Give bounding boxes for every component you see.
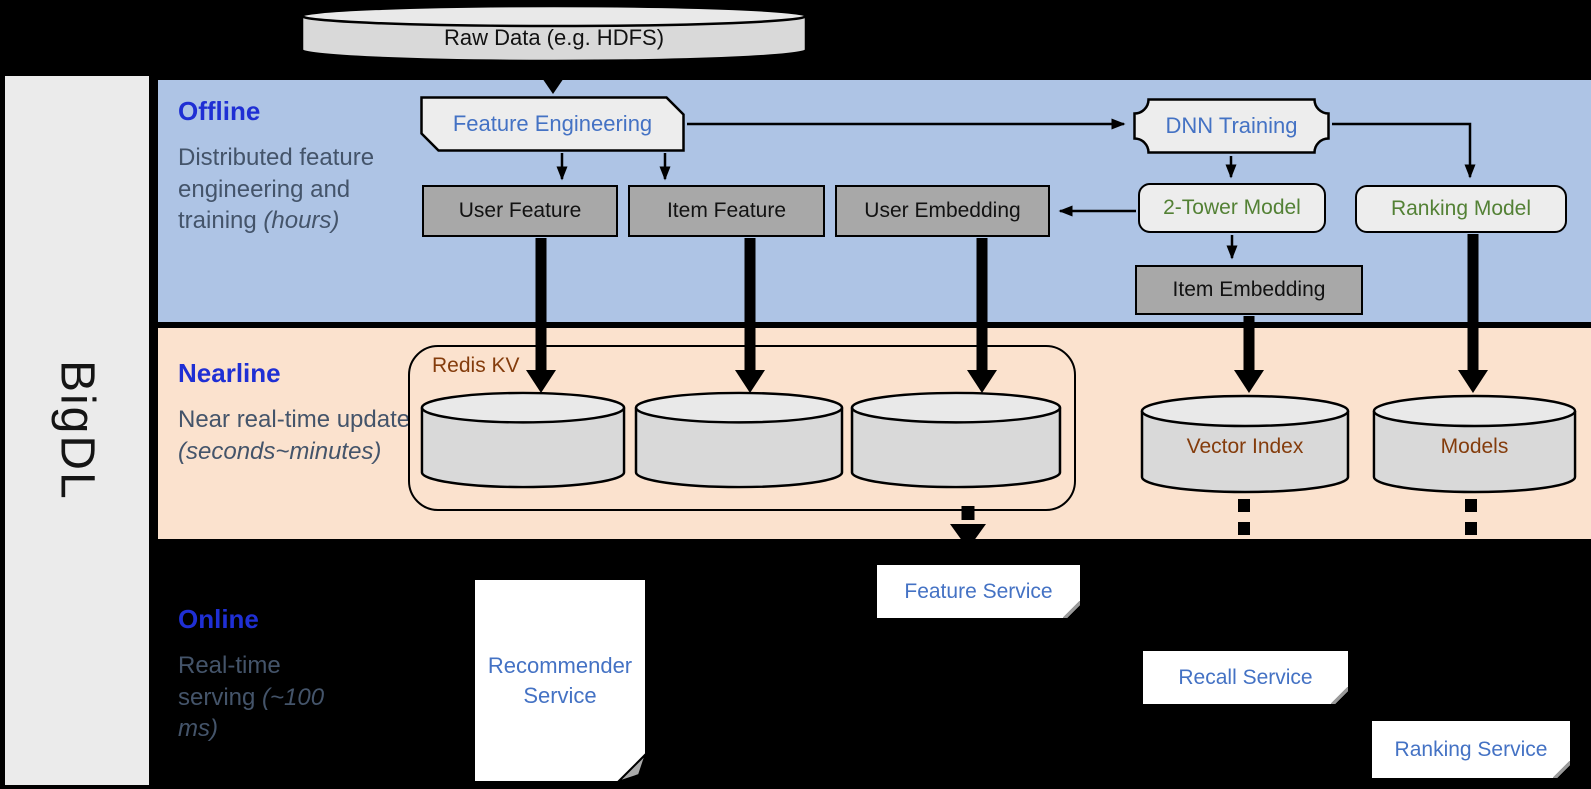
folded-corner [1553, 761, 1570, 778]
two-tower-model-node: 2-Tower Model [1138, 183, 1326, 233]
ranking-model-label: Ranking Model [1390, 197, 1532, 220]
dnn-training-node: DNN Training [1133, 98, 1330, 154]
redis-cylinder-1 [420, 390, 626, 490]
feature-engineering-node: Feature Engineering [420, 96, 685, 152]
nearline-desc-note: (seconds~minutes) [178, 437, 382, 465]
recall-service-node: Recall Service [1143, 651, 1348, 704]
models-label: Models [1440, 434, 1509, 458]
document-shape [473, 578, 647, 783]
bigdl-sidebar: BigDL [5, 76, 149, 785]
feature-service-node: Feature Service [877, 565, 1080, 618]
folded-corner [1063, 601, 1080, 618]
redis-cylinder-3 [850, 390, 1062, 490]
online-desc-note: (~100 ms) [178, 683, 325, 743]
ranking-model-node: Ranking Model [1355, 185, 1567, 233]
bigdl-logo-text: BigDL [50, 360, 104, 501]
item-feature-node: Item Feature [628, 185, 825, 237]
item-embedding-node: Item Embedding [1135, 265, 1363, 315]
user-embedding-node: User Embedding [835, 185, 1050, 237]
online-title: Online [178, 604, 259, 634]
user-feature-node: User Feature [422, 185, 618, 237]
ranking-service-label: Ranking Service [1394, 737, 1548, 761]
feature-service-label: Feature Service [904, 579, 1053, 603]
snip-corner-shape [420, 96, 685, 152]
recommender-service-node: Recommender Service [473, 578, 647, 783]
offline-desc: Distributed feature engineering and trai… [178, 144, 375, 235]
dnn-training-label: DNN Training [1165, 113, 1298, 138]
models-cylinder: Models [1372, 393, 1577, 495]
cylinder-shape [634, 391, 844, 489]
vector-index-cylinder: Vector Index [1140, 393, 1350, 495]
user-feature-label: User Feature [458, 199, 582, 222]
user-embedding-label: User Embedding [864, 199, 1021, 222]
cylinder-shape [300, 4, 808, 63]
vector-index-label: Vector Index [1186, 434, 1304, 458]
item-feature-label: Item Feature [666, 199, 787, 222]
item-embedding-label: Item Embedding [1172, 278, 1326, 301]
nearline-title: Nearline [178, 358, 281, 388]
offline-title: Offline [178, 96, 261, 126]
two-tower-model-label: 2-Tower Model [1163, 196, 1301, 219]
online-desc: Real-time serving [178, 652, 281, 711]
nearline-section-label: Nearline Near real-time update (seconds~… [178, 358, 430, 467]
folded-corner [1331, 687, 1348, 704]
redis-kv-label: Redis KV [432, 354, 520, 377]
cylinder-shape [850, 391, 1062, 489]
cylinder-shape [420, 391, 626, 489]
recall-service-label: Recall Service [1178, 665, 1313, 689]
feature-engineering-label: Feature Engineering [452, 111, 653, 136]
offline-desc-note: (hours) [263, 207, 340, 235]
ranking-service-node: Ranking Service [1372, 721, 1570, 778]
redis-cylinder-2 [634, 390, 844, 490]
redis-kv-container: Redis KV [408, 345, 1076, 511]
nearline-desc: Near real-time update [178, 406, 411, 433]
raw-data-label: Raw Data (e.g. HDFS) [443, 25, 665, 50]
recommender-service-label: Recommender Service [487, 652, 633, 708]
offline-section-label: Offline Distributed feature engineering … [178, 96, 386, 237]
raw-data-cylinder: Raw Data (e.g. HDFS) [300, 4, 808, 64]
cylinder-shape [1372, 394, 1577, 494]
online-section-label: Online Real-time serving (~100 ms) [178, 604, 343, 745]
plaque-shape [1133, 98, 1330, 154]
cylinder-shape [1140, 394, 1350, 494]
